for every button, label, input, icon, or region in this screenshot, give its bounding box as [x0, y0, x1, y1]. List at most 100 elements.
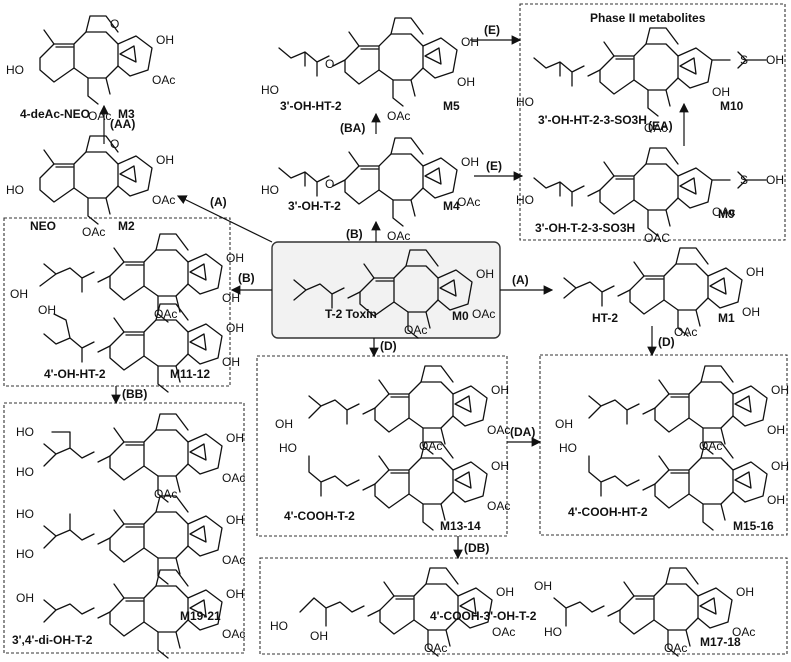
m10-structure: HO S OH OH OAc	[516, 27, 784, 135]
arrow-d-right-label: (D)	[658, 335, 675, 349]
svg-text:O: O	[325, 57, 334, 71]
svg-text:OAc: OAc	[424, 641, 447, 655]
svg-text:HO: HO	[544, 625, 562, 639]
svg-text:HO: HO	[261, 183, 279, 197]
m2-name: NEO	[30, 219, 56, 233]
svg-text:OH: OH	[771, 383, 789, 397]
arrow-b-left-label: (B)	[238, 271, 255, 285]
svg-text:HO: HO	[16, 465, 34, 479]
arrow-e-mid-label: (E)	[486, 159, 502, 173]
svg-text:OAc: OAc	[88, 109, 111, 123]
svg-text:OAc: OAc	[222, 553, 245, 567]
svg-text:OAc: OAc	[154, 487, 177, 501]
svg-text:OH: OH	[461, 155, 479, 169]
svg-text:O: O	[110, 137, 119, 151]
arrow-bb-label: (BB)	[122, 387, 147, 401]
arrow-ea-label: (EA)	[648, 119, 673, 133]
svg-text:OH: OH	[766, 173, 784, 187]
svg-text:S: S	[740, 53, 748, 67]
oh-ht2-box	[3, 217, 231, 387]
svg-text:OAc: OAc	[487, 423, 510, 437]
svg-text:HO: HO	[6, 63, 24, 77]
svg-text:OAc: OAc	[472, 307, 495, 321]
arrow-db-label: (DB)	[464, 541, 489, 555]
arrow-da-label: (DA)	[510, 425, 535, 439]
svg-text:O: O	[110, 17, 119, 31]
svg-text:OH: OH	[222, 355, 240, 369]
arrow-d-mid-label: (D)	[380, 339, 397, 353]
svg-text:S: S	[740, 173, 748, 187]
svg-text:OH: OH	[226, 431, 244, 445]
m11-12-name: 4'-OH-HT-2	[44, 367, 106, 381]
m1-structure: OH OH OAc	[563, 247, 764, 339]
m5-code: M5	[443, 99, 460, 113]
phase2-title: Phase II metabolites	[590, 11, 706, 25]
m3-code: M3	[118, 107, 135, 121]
svg-text:OH: OH	[38, 303, 56, 317]
arrow-b-up-label: (B)	[346, 227, 363, 241]
svg-text:HO: HO	[279, 441, 297, 455]
m19-21-code: M19-21	[180, 609, 221, 623]
svg-text:OH: OH	[767, 493, 785, 507]
svg-text:OAc: OAc	[222, 471, 245, 485]
svg-text:OAc: OAc	[152, 73, 175, 87]
svg-text:OH: OH	[771, 459, 789, 473]
svg-text:OAc: OAc	[152, 193, 175, 207]
svg-text:OAC: OAC	[644, 231, 670, 245]
m3-name: 4-deAc-NEO	[20, 107, 90, 121]
m15-16-code: M15-16	[733, 519, 774, 533]
m21-structure: OH OH OAc	[16, 569, 245, 659]
svg-text:OH: OH	[310, 629, 328, 643]
svg-text:OH: OH	[226, 513, 244, 527]
m9-name: 3'-OH-T-2-3-SO3H	[535, 221, 635, 235]
t2-toxin-name: T-2 Toxin	[325, 307, 377, 321]
svg-text:HO: HO	[516, 95, 534, 109]
svg-text:OH: OH	[534, 579, 552, 593]
m17-18-name: 4'-COOH-3'-OH-T-2	[430, 609, 537, 623]
arrow-ba-label: (BA)	[340, 121, 365, 135]
arrow-a-right-label: (A)	[512, 273, 529, 287]
m13-14-name: 4'-COOH-T-2	[284, 509, 355, 523]
m0-structure: OH OAc OAc	[293, 249, 495, 339]
arrow-a-left-label: (A)	[210, 195, 227, 209]
svg-text:OAc: OAc	[487, 499, 510, 513]
svg-text:OH: OH	[491, 459, 509, 473]
m20-structure: HO HO OH OAc	[16, 495, 245, 585]
m12-structure: OH OH OH	[38, 303, 244, 393]
t2-toxin-code: M0	[452, 309, 469, 323]
svg-text:OAc: OAc	[154, 307, 177, 321]
m16-structure: HO OH OH	[559, 441, 789, 531]
m17-18-code: M17-18	[700, 635, 741, 649]
svg-text:OAc: OAc	[712, 205, 735, 219]
m5-name: 3'-OH-HT-2	[280, 99, 342, 113]
cooh-t2-box	[256, 355, 508, 537]
arrow-e-top-label: (E)	[484, 23, 500, 37]
m2-code: M2	[118, 219, 135, 233]
svg-text:HO: HO	[261, 83, 279, 97]
svg-text:OH: OH	[496, 585, 514, 599]
svg-text:OH: OH	[222, 291, 240, 305]
m11-12-code: M11-12	[170, 367, 210, 381]
m19-structure: HO HO OH OAc OAc	[16, 413, 245, 503]
svg-text:OH: OH	[746, 265, 764, 279]
svg-text:OH: OH	[156, 33, 174, 47]
m15-16-name: 4'-COOH-HT-2	[568, 505, 648, 519]
svg-text:OH: OH	[226, 321, 244, 335]
svg-text:OAc: OAc	[457, 195, 480, 209]
svg-text:OH: OH	[742, 305, 760, 319]
svg-text:OH: OH	[767, 423, 785, 437]
m10-code: M10	[720, 99, 744, 113]
m18-structure: OH HO OH OAc OAc	[534, 567, 755, 657]
svg-text:OH: OH	[461, 35, 479, 49]
svg-text:O: O	[325, 177, 334, 191]
m17-structure: HO OH OH OAc OAc	[270, 567, 515, 657]
svg-text:OH: OH	[156, 153, 174, 167]
m14-structure: HO OH OAc	[279, 441, 510, 531]
svg-text:HO: HO	[16, 507, 34, 521]
svg-text:OH: OH	[457, 75, 475, 89]
svg-text:OAc: OAc	[644, 121, 667, 135]
svg-text:OH: OH	[555, 417, 573, 431]
svg-text:OAc: OAc	[82, 225, 105, 239]
m15-structure: OH OH OH OAc	[555, 365, 789, 455]
